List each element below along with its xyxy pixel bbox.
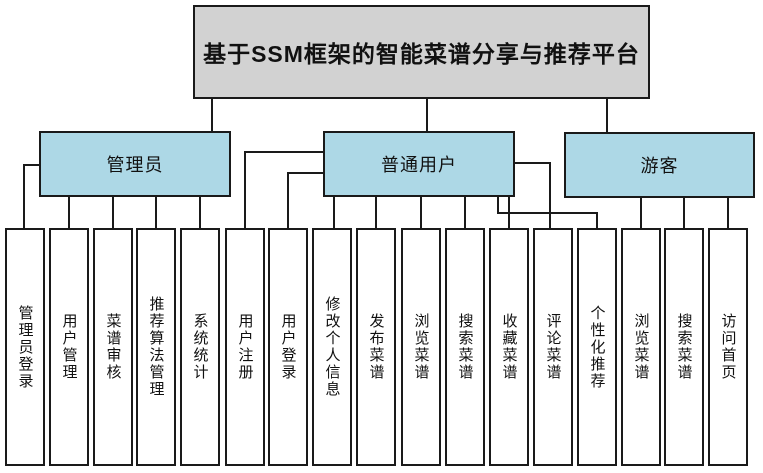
connector-line — [287, 172, 323, 228]
leaf-node-admin-login: 管理员登录 — [5, 228, 45, 466]
leaf-node-recommend-algorithm-management: 推荐算法管理 — [136, 228, 176, 466]
connector-line — [23, 164, 39, 228]
leaf-node-label: 管理员登录 — [16, 304, 34, 390]
leaf-node-search-recipe-user: 搜索菜谱 — [445, 228, 485, 466]
leaf-node-user-register: 用户注册 — [225, 228, 265, 466]
branch-node-user: 普通用户 — [323, 131, 515, 197]
leaf-node-label: 发布菜谱 — [367, 313, 385, 381]
leaf-node-label: 收藏菜谱 — [500, 313, 518, 381]
leaf-node-comment-recipe: 评论菜谱 — [533, 228, 573, 466]
leaf-node-label: 用户登录 — [279, 313, 297, 381]
leaf-node-personalized-recommendation: 个性化推荐 — [577, 228, 617, 466]
connector-line — [515, 162, 551, 228]
leaf-node-system-statistics: 系统统计 — [180, 228, 220, 466]
leaf-node-label: 用户注册 — [236, 313, 254, 381]
leaf-node-label: 用户管理 — [60, 313, 78, 381]
branch-node-label: 游客 — [640, 156, 679, 176]
branch-node-guest: 游客 — [564, 132, 755, 198]
leaf-node-label: 浏览菜谱 — [412, 313, 430, 381]
branch-node-label: 普通用户 — [381, 155, 457, 175]
leaf-node-edit-personal-info: 修改个人信息 — [312, 228, 352, 466]
leaf-node-label: 搜索菜谱 — [456, 313, 474, 381]
leaf-node-label: 系统统计 — [191, 313, 209, 381]
branch-node-admin: 管理员 — [39, 131, 231, 197]
leaf-node-user-login: 用户登录 — [268, 228, 308, 466]
leaf-node-search-recipe-guest: 搜索菜谱 — [664, 228, 704, 466]
root-node: 基于SSM框架的智能菜谱分享与推荐平台 — [193, 5, 650, 99]
leaf-node-recipe-review: 菜谱审核 — [93, 228, 133, 466]
leaf-node-browse-recipe-user: 浏览菜谱 — [401, 228, 441, 466]
connector-line — [244, 151, 323, 228]
leaf-node-label: 个性化推荐 — [588, 304, 606, 390]
leaf-node-label: 推荐算法管理 — [147, 296, 165, 398]
root-node-label: 基于SSM框架的智能菜谱分享与推荐平台 — [203, 41, 640, 67]
branch-node-label: 管理员 — [106, 155, 164, 175]
connector-line — [497, 197, 598, 228]
leaf-node-label: 浏览菜谱 — [632, 313, 650, 381]
leaf-node-label: 评论菜谱 — [544, 313, 562, 381]
leaf-node-favorite-recipe: 收藏菜谱 — [489, 228, 529, 466]
leaf-node-publish-recipe: 发布菜谱 — [356, 228, 396, 466]
leaf-node-label: 访问首页 — [719, 313, 737, 381]
leaf-node-label: 菜谱审核 — [104, 313, 122, 381]
leaf-node-visit-homepage: 访问首页 — [708, 228, 748, 466]
leaf-node-label: 修改个人信息 — [323, 296, 341, 398]
leaf-node-browse-recipe-guest: 浏览菜谱 — [621, 228, 661, 466]
leaf-node-user-management: 用户管理 — [49, 228, 89, 466]
leaf-node-label: 搜索菜谱 — [675, 313, 693, 381]
